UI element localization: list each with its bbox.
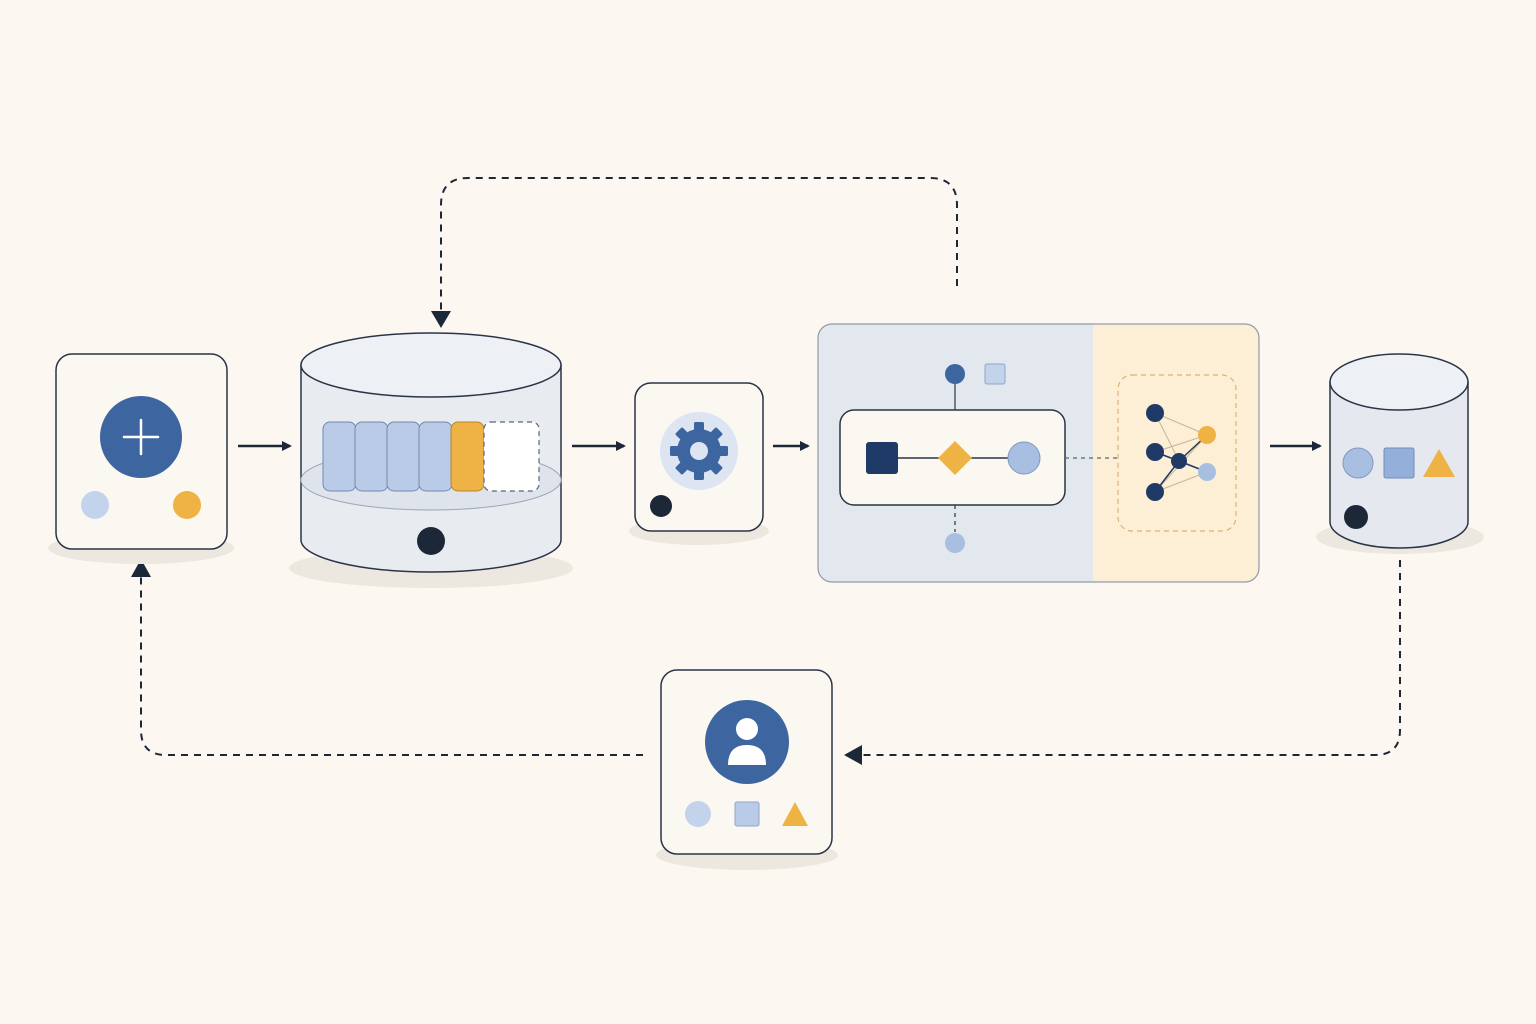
- feedback-loop-bottom-right-arrow: [844, 745, 862, 765]
- pipeline-input-dot: [945, 364, 965, 384]
- queue-slot-highlighted: [450, 421, 485, 492]
- queue-database[interactable]: [289, 332, 573, 588]
- pipeline-input-square: [984, 363, 1006, 385]
- queue-slot: [354, 421, 389, 492]
- output-database[interactable]: [1316, 353, 1484, 554]
- user-triangle-shape: [782, 802, 808, 826]
- network-node: [1146, 443, 1164, 461]
- network-node: [1146, 404, 1164, 422]
- queue-slot: [386, 421, 421, 492]
- queue-slot-empty: [483, 421, 540, 492]
- user-circle-shape: [685, 801, 711, 827]
- network-icon[interactable]: [1117, 374, 1237, 532]
- output-triangle-shape: [1423, 449, 1455, 477]
- pipeline-panel[interactable]: [817, 323, 1260, 583]
- gear-icon[interactable]: [670, 422, 728, 480]
- queue-slots: [322, 421, 540, 492]
- network-node-amber: [1198, 426, 1216, 444]
- processor-card[interactable]: [629, 382, 769, 545]
- output-square-shape: [1383, 447, 1415, 479]
- user-card[interactable]: [656, 669, 838, 870]
- output-status-dot: [1344, 505, 1368, 529]
- pipeline-output-dot: [945, 533, 965, 553]
- processor-status-dot: [650, 495, 672, 517]
- feedback-loop-bottom-right: [860, 560, 1401, 756]
- stage-circle-node: [1007, 441, 1041, 475]
- status-dot-amber: [173, 491, 201, 519]
- feedback-loop-top: [440, 177, 958, 316]
- feedback-loop-bottom-left-arrow: [131, 559, 151, 577]
- input-card[interactable]: [48, 353, 234, 564]
- queue-slot: [418, 421, 453, 492]
- network-node: [1146, 483, 1164, 501]
- feedback-loop-bottom-left: [140, 576, 643, 756]
- network-node-blue: [1198, 463, 1216, 481]
- network-node: [1171, 453, 1187, 469]
- status-dot-blue: [81, 491, 109, 519]
- feedback-loop-top-arrow: [431, 311, 451, 328]
- stage-square-node: [866, 442, 898, 474]
- stage-diamond-node: [938, 441, 972, 475]
- queue-slot: [322, 421, 357, 492]
- queue-indicator-dot: [417, 527, 445, 555]
- plus-icon[interactable]: [100, 396, 182, 478]
- user-square-shape: [734, 801, 760, 827]
- output-circle-shape: [1342, 447, 1374, 479]
- user-icon[interactable]: [705, 700, 789, 784]
- pipeline-stage-box[interactable]: [839, 409, 1066, 506]
